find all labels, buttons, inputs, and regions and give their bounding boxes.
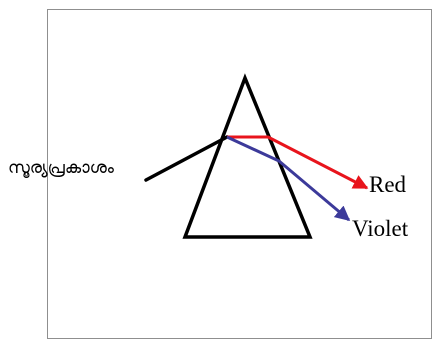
prism-triangle (182, 73, 313, 239)
red-ray (227, 135, 369, 190)
red-label: Red (369, 172, 407, 197)
diagram-frame (47, 9, 432, 339)
violet-label: Violet (352, 216, 409, 241)
violet-ray (226, 135, 351, 222)
sunlight-label: സൂര്യപ്രകാശം (8, 158, 114, 178)
incident-ray (144, 135, 229, 182)
